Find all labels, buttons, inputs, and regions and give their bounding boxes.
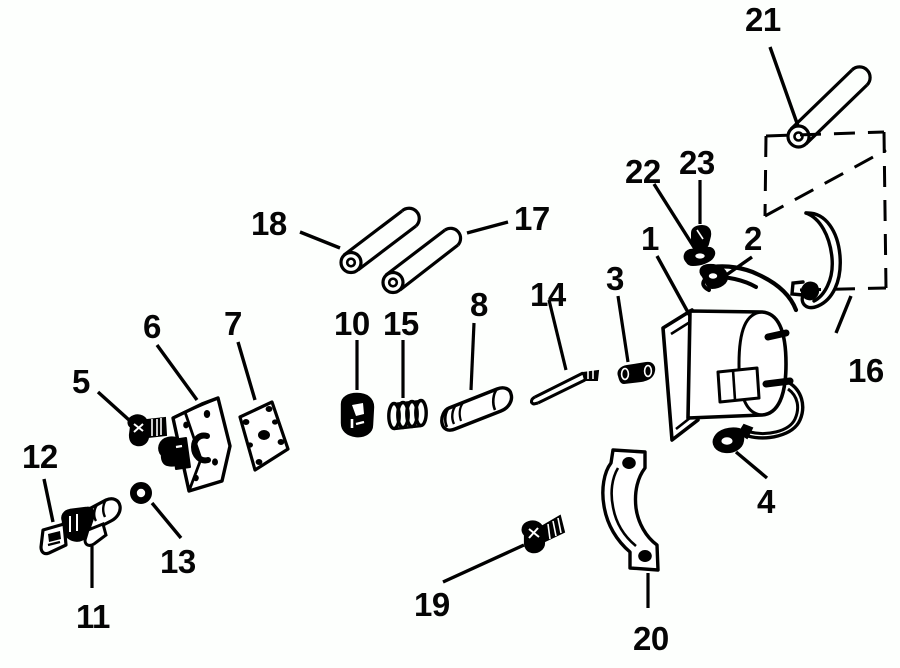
leader-line-16 xyxy=(834,295,853,334)
phantom-outline-dashed xyxy=(763,130,888,292)
leader-line-8 xyxy=(469,322,476,391)
callout-label-20: 20 xyxy=(633,620,669,657)
part-6-cover-block xyxy=(158,396,232,493)
leader-line-1 xyxy=(655,255,692,317)
part-7-gasket-plate xyxy=(238,400,290,472)
callout-label-14: 14 xyxy=(530,276,566,313)
part-12-nut-small xyxy=(39,522,68,556)
part-3-roller-pin xyxy=(617,361,656,385)
callout-label-21: 21 xyxy=(745,1,781,38)
callout-label-6: 6 xyxy=(143,308,161,345)
callout-label-8: 8 xyxy=(470,286,488,323)
part-1-solenoid-body xyxy=(661,308,794,442)
callout-label-16: 16 xyxy=(848,352,884,389)
part-11-hose-fitting xyxy=(61,497,122,547)
leader-line-3 xyxy=(616,295,630,363)
callout-label-22: 22 xyxy=(625,153,661,190)
callout-label-18: 18 xyxy=(251,205,287,242)
leader-line-4 xyxy=(734,450,769,480)
part-4-ring-terminal-ground xyxy=(712,380,805,454)
leader-line-21 xyxy=(768,46,800,127)
callout-label-11: 11 xyxy=(76,598,110,635)
part-8-plunger-sleeve xyxy=(440,386,514,432)
callout-label-23: 23 xyxy=(679,144,715,181)
leader-line-7 xyxy=(236,341,257,401)
part-2-wire-terminal-upper xyxy=(699,263,799,313)
part-18-tube-roller-left xyxy=(339,206,421,275)
callout-label-15: 15 xyxy=(383,305,419,342)
callout-label-13: 13 xyxy=(160,543,196,580)
leader-line-19 xyxy=(442,543,525,584)
part-14-needle-pin xyxy=(530,369,600,406)
callout-label-17: 17 xyxy=(514,200,550,237)
callout-label-10: 10 xyxy=(334,305,370,342)
part-22-nut-terminal xyxy=(683,246,716,267)
leader-line-13 xyxy=(150,501,183,540)
callout-label-7: 7 xyxy=(224,305,242,342)
leader-line-5 xyxy=(96,390,131,422)
part-23-stud-screw xyxy=(691,224,712,251)
leader-line-17 xyxy=(466,220,509,235)
leader-line-22 xyxy=(652,183,699,253)
callout-label-2: 2 xyxy=(744,220,762,257)
part-15-coil-spring xyxy=(387,398,428,431)
part-5-screw-phillips xyxy=(127,414,168,447)
leader-line-18 xyxy=(299,230,341,250)
part-17-tube-roller-right xyxy=(381,226,463,295)
leader-line-6 xyxy=(155,344,199,401)
part-20-mounting-clamp xyxy=(601,448,660,572)
callout-label-3: 3 xyxy=(606,260,624,297)
part-13-o-ring xyxy=(130,482,152,504)
callout-label-12: 12 xyxy=(22,438,58,475)
callout-label-5: 5 xyxy=(72,363,90,400)
leader-line-2 xyxy=(721,255,753,280)
leader-line-12 xyxy=(42,478,55,523)
leader-line-14 xyxy=(547,299,568,371)
part-10-nut-dark xyxy=(340,392,375,438)
callout-label-19: 19 xyxy=(414,586,450,623)
part-19-clamp-screw xyxy=(521,514,566,554)
callout-label-1: 1 xyxy=(641,220,659,257)
part-16-hook-clip xyxy=(790,211,842,310)
callout-label-4: 4 xyxy=(757,483,775,520)
